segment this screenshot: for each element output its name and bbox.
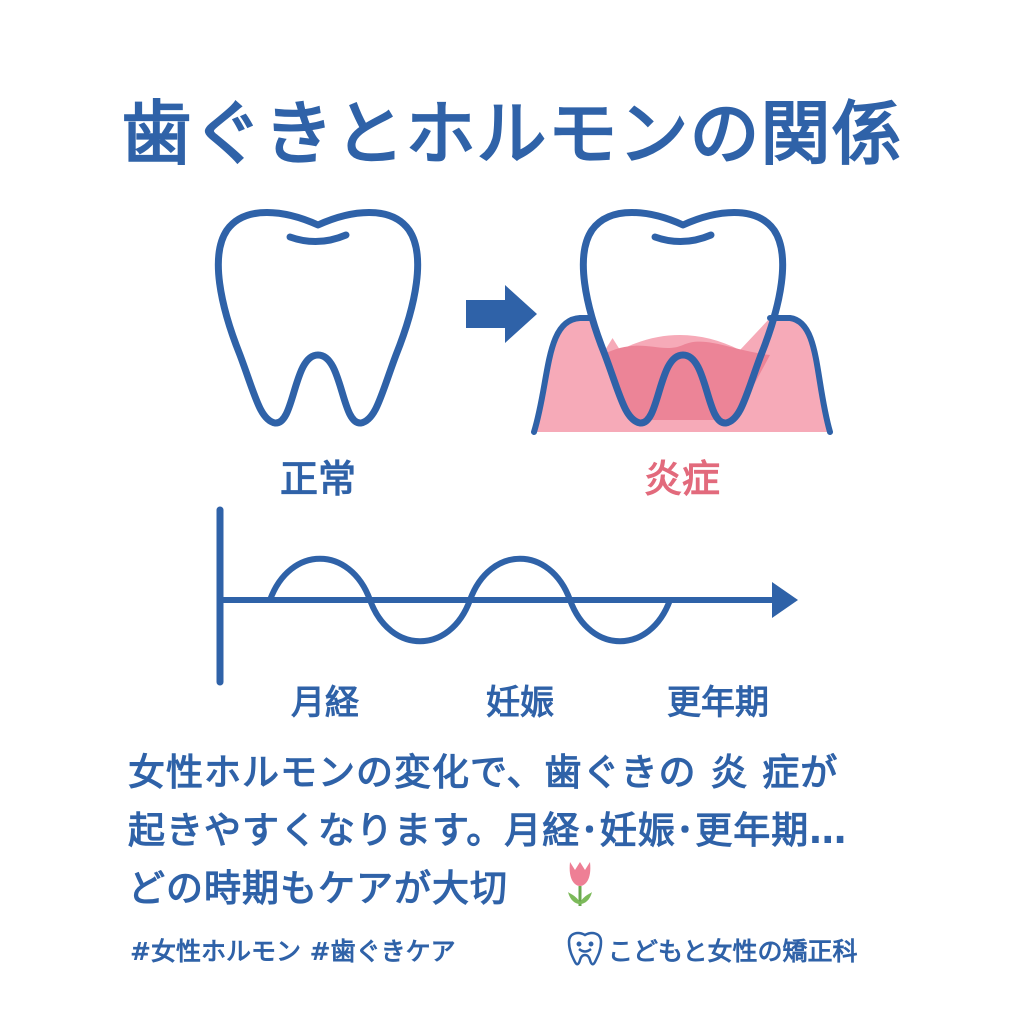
inflamed-label: 炎症 — [643, 457, 720, 501]
inflamed-gum-tooth-icon — [531, 213, 833, 435]
wave-label-pregnancy: 妊娠 — [486, 683, 554, 723]
body-text-line-1: 女性ホルモンの変化で、歯ぐきの 炎 症が — [128, 751, 839, 794]
tulip-icon — [568, 862, 592, 906]
wave-label-menstruation: 月経 — [291, 683, 359, 723]
wave-label-menopause: 更年期 — [667, 683, 769, 723]
hashtags: #女性ホルモン #歯ぐきケア — [130, 937, 456, 966]
healthy-tooth-icon — [218, 213, 417, 424]
x-axis-arrowhead — [772, 582, 798, 618]
arrow-right-icon — [466, 285, 537, 343]
page-title: 歯ぐきとホルモンの関係 — [121, 93, 903, 175]
hormone-wave-chart — [216, 506, 798, 686]
hormone-wave — [267, 555, 673, 645]
body-text-line-3: どの時期もケアが大切 — [128, 867, 508, 910]
normal-label: 正常 — [279, 457, 356, 501]
smiling-tooth-logo-icon — [567, 931, 603, 966]
clinic-name: こどもと女性の矯正科 — [608, 937, 858, 966]
body-text-line-2: 起きやすくなります。月経･妊娠･更年期… — [128, 809, 848, 852]
